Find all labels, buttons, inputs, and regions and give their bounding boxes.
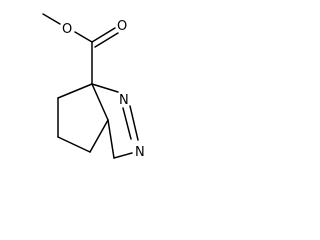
atom-label-carbonyl-oxygen: O (117, 19, 127, 34)
bond-n1-n2-double-b (122, 107, 132, 140)
bond-carbonyl-double-b (94, 32, 119, 48)
bond-o-carbonyl-c (74, 31, 93, 43)
bond-ring-fusion (91, 83, 109, 121)
bond-n2-ch2 (113, 152, 133, 159)
bond-ch2-bridgehead (107, 119, 115, 159)
bond-ring-c4-c5 (89, 119, 109, 153)
bond-carbonyl-double-a (91, 27, 116, 43)
atom-label-nitrogen-1: N (119, 93, 129, 108)
bond-ring-c3-c4 (57, 136, 91, 153)
bond-ring-c1-c2 (57, 83, 93, 99)
chemical-structure-diagram: O O N N (42, 13, 145, 160)
atom-label-ester-oxygen: O (62, 22, 72, 37)
atom-label-nitrogen-2: N (135, 145, 145, 160)
bond-bridgehead-n1 (91, 83, 119, 93)
bond-n1-n2-double-a (129, 105, 139, 141)
bond-methyl-o (42, 13, 61, 25)
